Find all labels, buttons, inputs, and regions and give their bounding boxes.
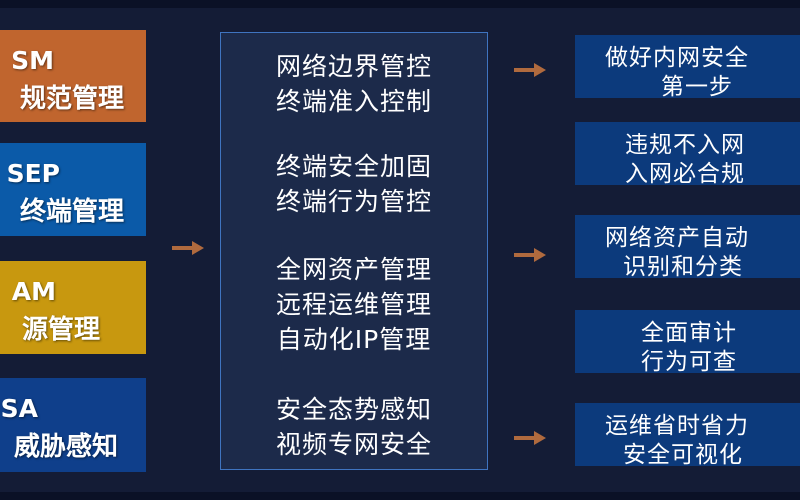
box-label: 源管理 <box>21 315 100 345</box>
outcome-line: 运维省时省力 <box>605 413 749 439</box>
arrow-right-icon <box>172 241 204 255</box>
outcome-box: 违规不入网 入网必合规 <box>575 122 800 185</box>
box-label: 规范管理 <box>19 84 124 114</box>
capability-item: 自动化IP管理 <box>276 325 432 354</box>
outcome-line: 做好内网安全 <box>605 45 749 71</box>
capabilities-panel: 网络边界管控 终端准入控制 终端安全加固 终端行为管控 全网资产管理 远程运维管… <box>220 32 488 470</box>
outcome-box: 网络资产自动 识别和分类 <box>575 215 800 278</box>
left-box-sa: SA 威胁感知 <box>0 378 146 472</box>
outcome-line: 安全可视化 <box>623 442 743 466</box>
outcome-line: 网络资产自动 <box>605 225 749 251</box>
outcome-box: 全面审计 行为可查 <box>575 310 800 373</box>
box-code: SEP <box>6 159 60 188</box>
box-code: SA <box>0 394 38 423</box>
capability-item: 终端安全加固 <box>275 152 432 181</box>
capability-item: 安全态势感知 <box>275 395 432 424</box>
outcome-line: 第一步 <box>661 74 733 98</box>
outcome-line: 全面审计 <box>641 320 737 346</box>
left-box-sep: SEP 终端管理 <box>0 143 146 236</box>
arrow-right-icon <box>514 248 546 262</box>
capability-item: 全网资产管理 <box>275 255 432 284</box>
capability-item: 远程运维管理 <box>275 290 432 319</box>
capability-item: 终端准入控制 <box>275 87 432 116</box>
outcome-line: 违规不入网 <box>625 132 745 158</box>
top-band <box>0 0 800 8</box>
arrow-right-icon <box>514 63 546 77</box>
left-box-sm: SM 规范管理 <box>0 30 146 122</box>
box-label: 终端管理 <box>19 197 124 227</box>
capability-item: 网络边界管控 <box>275 52 432 81</box>
left-box-am: AM 源管理 <box>0 261 146 354</box>
outcome-box: 运维省时省力 安全可视化 <box>575 403 800 466</box>
outcome-line: 行为可查 <box>641 349 737 373</box>
box-code: AM <box>11 277 56 306</box>
outcome-box: 做好内网安全 第一步 <box>575 35 800 98</box>
outcome-line: 识别和分类 <box>623 254 743 278</box>
capability-item: 终端行为管控 <box>275 187 432 216</box>
bottom-band <box>0 492 800 500</box>
capability-item: 视频专网安全 <box>275 430 432 459</box>
box-label: 威胁感知 <box>13 432 118 462</box>
arrow-right-icon <box>514 431 546 445</box>
box-code: SM <box>11 46 54 75</box>
outcome-line: 入网必合规 <box>625 161 745 185</box>
